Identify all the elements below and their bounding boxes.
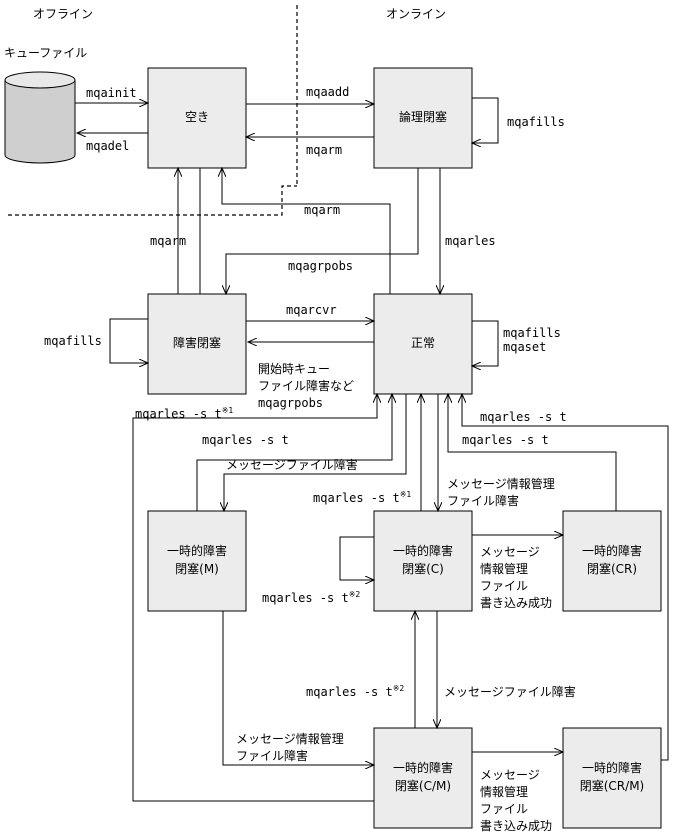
edge-mqafills-fault-self	[109, 318, 148, 363]
state-fault-blocked-label: 障害閉塞	[173, 335, 221, 350]
edge-normal-to-fault-label-1: 開始時キュー	[258, 362, 330, 376]
state-temp-cr-label-2: 閉塞(CR)	[587, 561, 637, 576]
edge-msg-info-fault-to-c-label-1: メッセージ情報管理	[447, 476, 555, 491]
edge-write-success-c-label-1: メッセージ	[480, 545, 540, 559]
edge-mqarles-st-from-crm	[462, 394, 669, 761]
edge-write-success-cm-label-2: 情報管理	[480, 784, 528, 799]
state-temp-m	[147, 510, 247, 612]
edge-mqarles-st-from-crm-label: mqarles -s t	[480, 410, 567, 424]
state-logical-blocked	[373, 67, 473, 169]
state-temp-m-label-1: 一時的障害	[167, 543, 227, 558]
state-temp-cr-label-1: 一時的障害	[582, 543, 642, 558]
state-normal-label: 正常	[411, 336, 435, 350]
edge-mqaadd-label: mqaadd	[306, 85, 349, 99]
edge-mqarles-label: mqarles	[445, 234, 496, 248]
state-empty-label: 空き	[185, 110, 209, 124]
offline-region-label: オフライン	[33, 7, 93, 21]
edge-mqarles-st-from-m	[196, 394, 392, 511]
edge-write-success-c-label-2: 情報管理	[480, 561, 528, 576]
state-fault-blocked	[147, 293, 247, 395]
edge-mqarles-st-from-cr-label: mqarles -s t	[462, 433, 549, 447]
edge-mqarm-logical-to-empty-label: mqarm	[306, 143, 342, 157]
edge-write-success-cm-label-3: ファイル	[480, 802, 528, 816]
edge-mqafills-fault-self-label: mqafills	[44, 334, 102, 348]
edge-mqarles-st-c-to-normal-label: mqarles -s t※1	[313, 490, 411, 505]
queue-file-label: キューファイル	[4, 46, 87, 60]
state-logical-blocked-label: 論理閉塞	[399, 109, 447, 124]
offline-online-divider	[8, 5, 298, 216]
edge-mqarles-st-c-self	[339, 536, 374, 580]
state-temp-crm-label-1: 一時的障害	[582, 760, 642, 775]
state-empty	[147, 67, 247, 169]
edge-normal-self-label-1: mqafills	[503, 326, 561, 340]
state-temp-c-label-2: 閉塞(C)	[402, 561, 444, 576]
edge-msg-info-fault-m-to-cm	[222, 611, 374, 765]
edge-mqarm-normal-to-empty	[222, 168, 391, 294]
edge-msg-file-fault-to-m	[224, 394, 407, 511]
edge-write-success-c-label-4: 書き込み成功	[480, 596, 552, 610]
state-temp-crm	[562, 727, 662, 829]
edge-mqarles-st-from-m-label: mqarles -s t	[202, 433, 289, 447]
edge-msg-info-fault-m-to-cm-label-2: ファイル障害	[236, 748, 308, 763]
edge-write-success-cm-label-4: 書き込み成功	[480, 819, 552, 833]
state-temp-c	[373, 510, 473, 612]
edge-mqarles-st-outer-label: mqarles -s t※1	[135, 406, 233, 421]
edge-mqarles-st-cm-to-c-label: mqarles -s t※2	[306, 684, 404, 699]
edge-write-success-c-label-3: ファイル	[480, 579, 528, 593]
edge-write-success-cm-label-1: メッセージ	[480, 768, 540, 782]
edge-normal-self	[472, 320, 499, 366]
edge-mqarm-normal-to-empty-label: mqarm	[304, 203, 340, 217]
queue-file-cylinder	[4, 71, 76, 164]
edge-mqarm-left-label: mqarm	[150, 234, 186, 248]
state-temp-m-label-2: 閉塞(M)	[175, 561, 219, 576]
edge-msg-info-fault-to-c-label-2: ファイル障害	[447, 493, 519, 508]
edge-mqadel-label: mqadel	[86, 139, 129, 153]
edge-mqarles-st-from-cr	[448, 394, 617, 511]
edge-mqainit-label: mqainit	[86, 86, 137, 100]
state-temp-crm-label-2: 閉塞(CR/M)	[580, 778, 644, 793]
edge-normal-self-label-2: mqaset	[503, 340, 546, 354]
edge-mqarles-st-outer	[132, 394, 377, 802]
edge-mqarcvr-label: mqarcvr	[286, 303, 337, 317]
state-temp-c-label-1: 一時的障害	[393, 543, 453, 558]
edge-mqarles-st-c-self-label: mqarles -s t※2	[262, 590, 360, 605]
edge-msg-file-fault-c-to-cm-label: メッセージファイル障害	[444, 684, 576, 699]
edge-msg-info-fault-m-to-cm-label-1: メッセージ情報管理	[236, 731, 344, 746]
online-region-label: オンライン	[386, 7, 446, 21]
edge-normal-to-fault-label-3: mqagrpobs	[258, 396, 323, 410]
state-temp-cm-label-2: 閉塞(C/M)	[395, 778, 451, 793]
edge-msg-file-fault-to-m-label: メッセージファイル障害	[226, 457, 358, 472]
edge-mqafills-logical-self-label: mqafills	[507, 115, 565, 129]
edge-mqagrpobs-label: mqagrpobs	[288, 259, 353, 273]
state-normal	[373, 293, 473, 395]
edge-mqagrpobs	[226, 168, 419, 294]
state-temp-cm	[373, 727, 473, 829]
edge-mqafills-logical-self	[472, 97, 499, 143]
state-temp-cm-label-1: 一時的障害	[393, 760, 453, 775]
edge-normal-to-fault-label-2: ファイル障害など	[258, 378, 354, 393]
state-temp-cr	[562, 510, 662, 612]
